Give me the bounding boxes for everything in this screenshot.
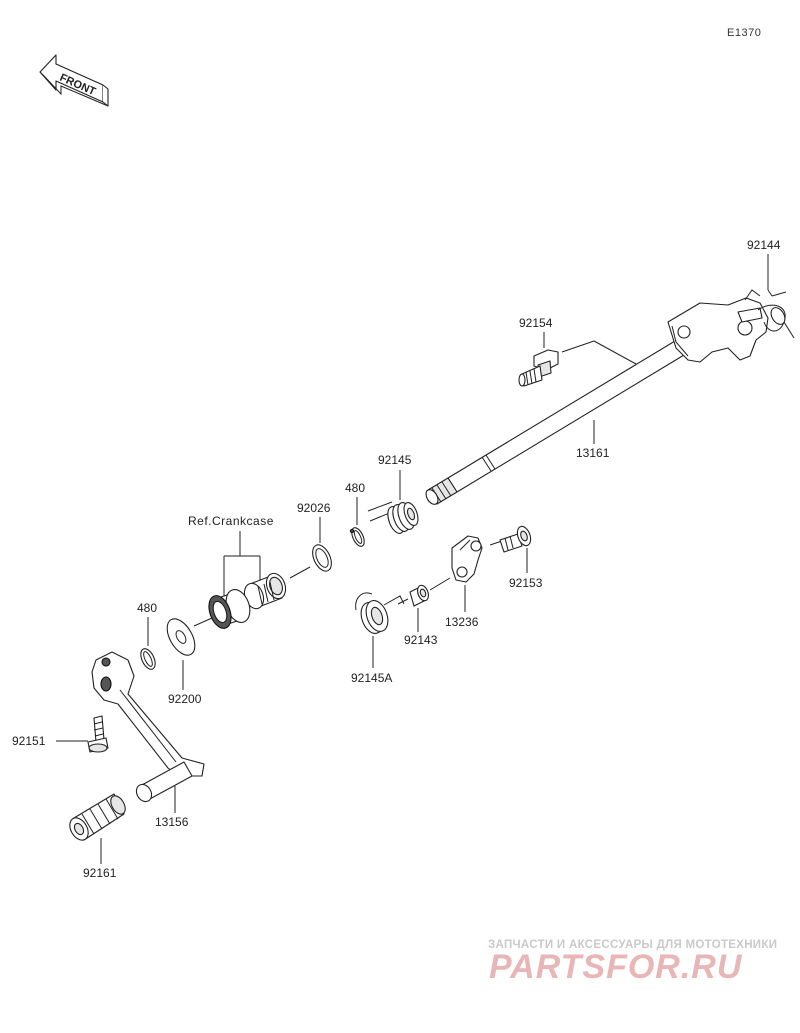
diagram-code: E1370	[727, 27, 761, 39]
bolt-92154	[518, 349, 559, 387]
oil-seal	[208, 589, 251, 629]
collar-92143	[409, 584, 429, 607]
rubber-peg-92161	[69, 793, 126, 841]
watermark-logo: PARTSFOR.RU	[489, 948, 743, 986]
bolt-92151	[87, 715, 109, 753]
part-label-92154: 92154	[519, 316, 553, 330]
front-arrow-icon: FRONT	[39, 54, 109, 107]
part-label-92145: 92145	[378, 453, 412, 467]
part-label-13161: 13161	[576, 446, 610, 460]
part-label-13156: 13156	[155, 815, 189, 829]
watermark-tagline: ЗАПЧАСТИ И АКСЕССУАРЫ ДЛЯ МОТОТЕХНИКИ	[488, 939, 778, 951]
part-label-92200: 92200	[168, 692, 202, 706]
part-label-92153: 92153	[509, 576, 543, 590]
part-label-92143: 92143	[404, 633, 438, 647]
shift-pedal-13156	[91, 651, 205, 803]
part-label-13236: 13236	[445, 615, 479, 629]
ref-crankcase-label: Ref.Crankcase	[188, 514, 274, 528]
part-label-92144: 92144	[747, 238, 781, 252]
part-label-92026: 92026	[297, 501, 331, 515]
circlip-480-upper	[349, 527, 365, 547]
lever-13236	[451, 535, 483, 583]
part-label-480-lower: 480	[137, 601, 157, 615]
bolt-92153	[499, 525, 532, 553]
washer-92026	[312, 544, 332, 572]
part-label-480-upper: 480	[345, 481, 365, 495]
needle-bearing	[243, 572, 287, 610]
shift-shaft	[425, 289, 795, 505]
spring-92145	[367, 501, 419, 534]
circlip-480-lower	[140, 648, 156, 670]
part-label-92151: 92151	[12, 734, 46, 748]
spring-92145A	[355, 592, 405, 634]
washer-92200	[166, 618, 196, 656]
part-label-92161: 92161	[83, 866, 117, 880]
part-label-92145A: 92145A	[351, 671, 392, 685]
